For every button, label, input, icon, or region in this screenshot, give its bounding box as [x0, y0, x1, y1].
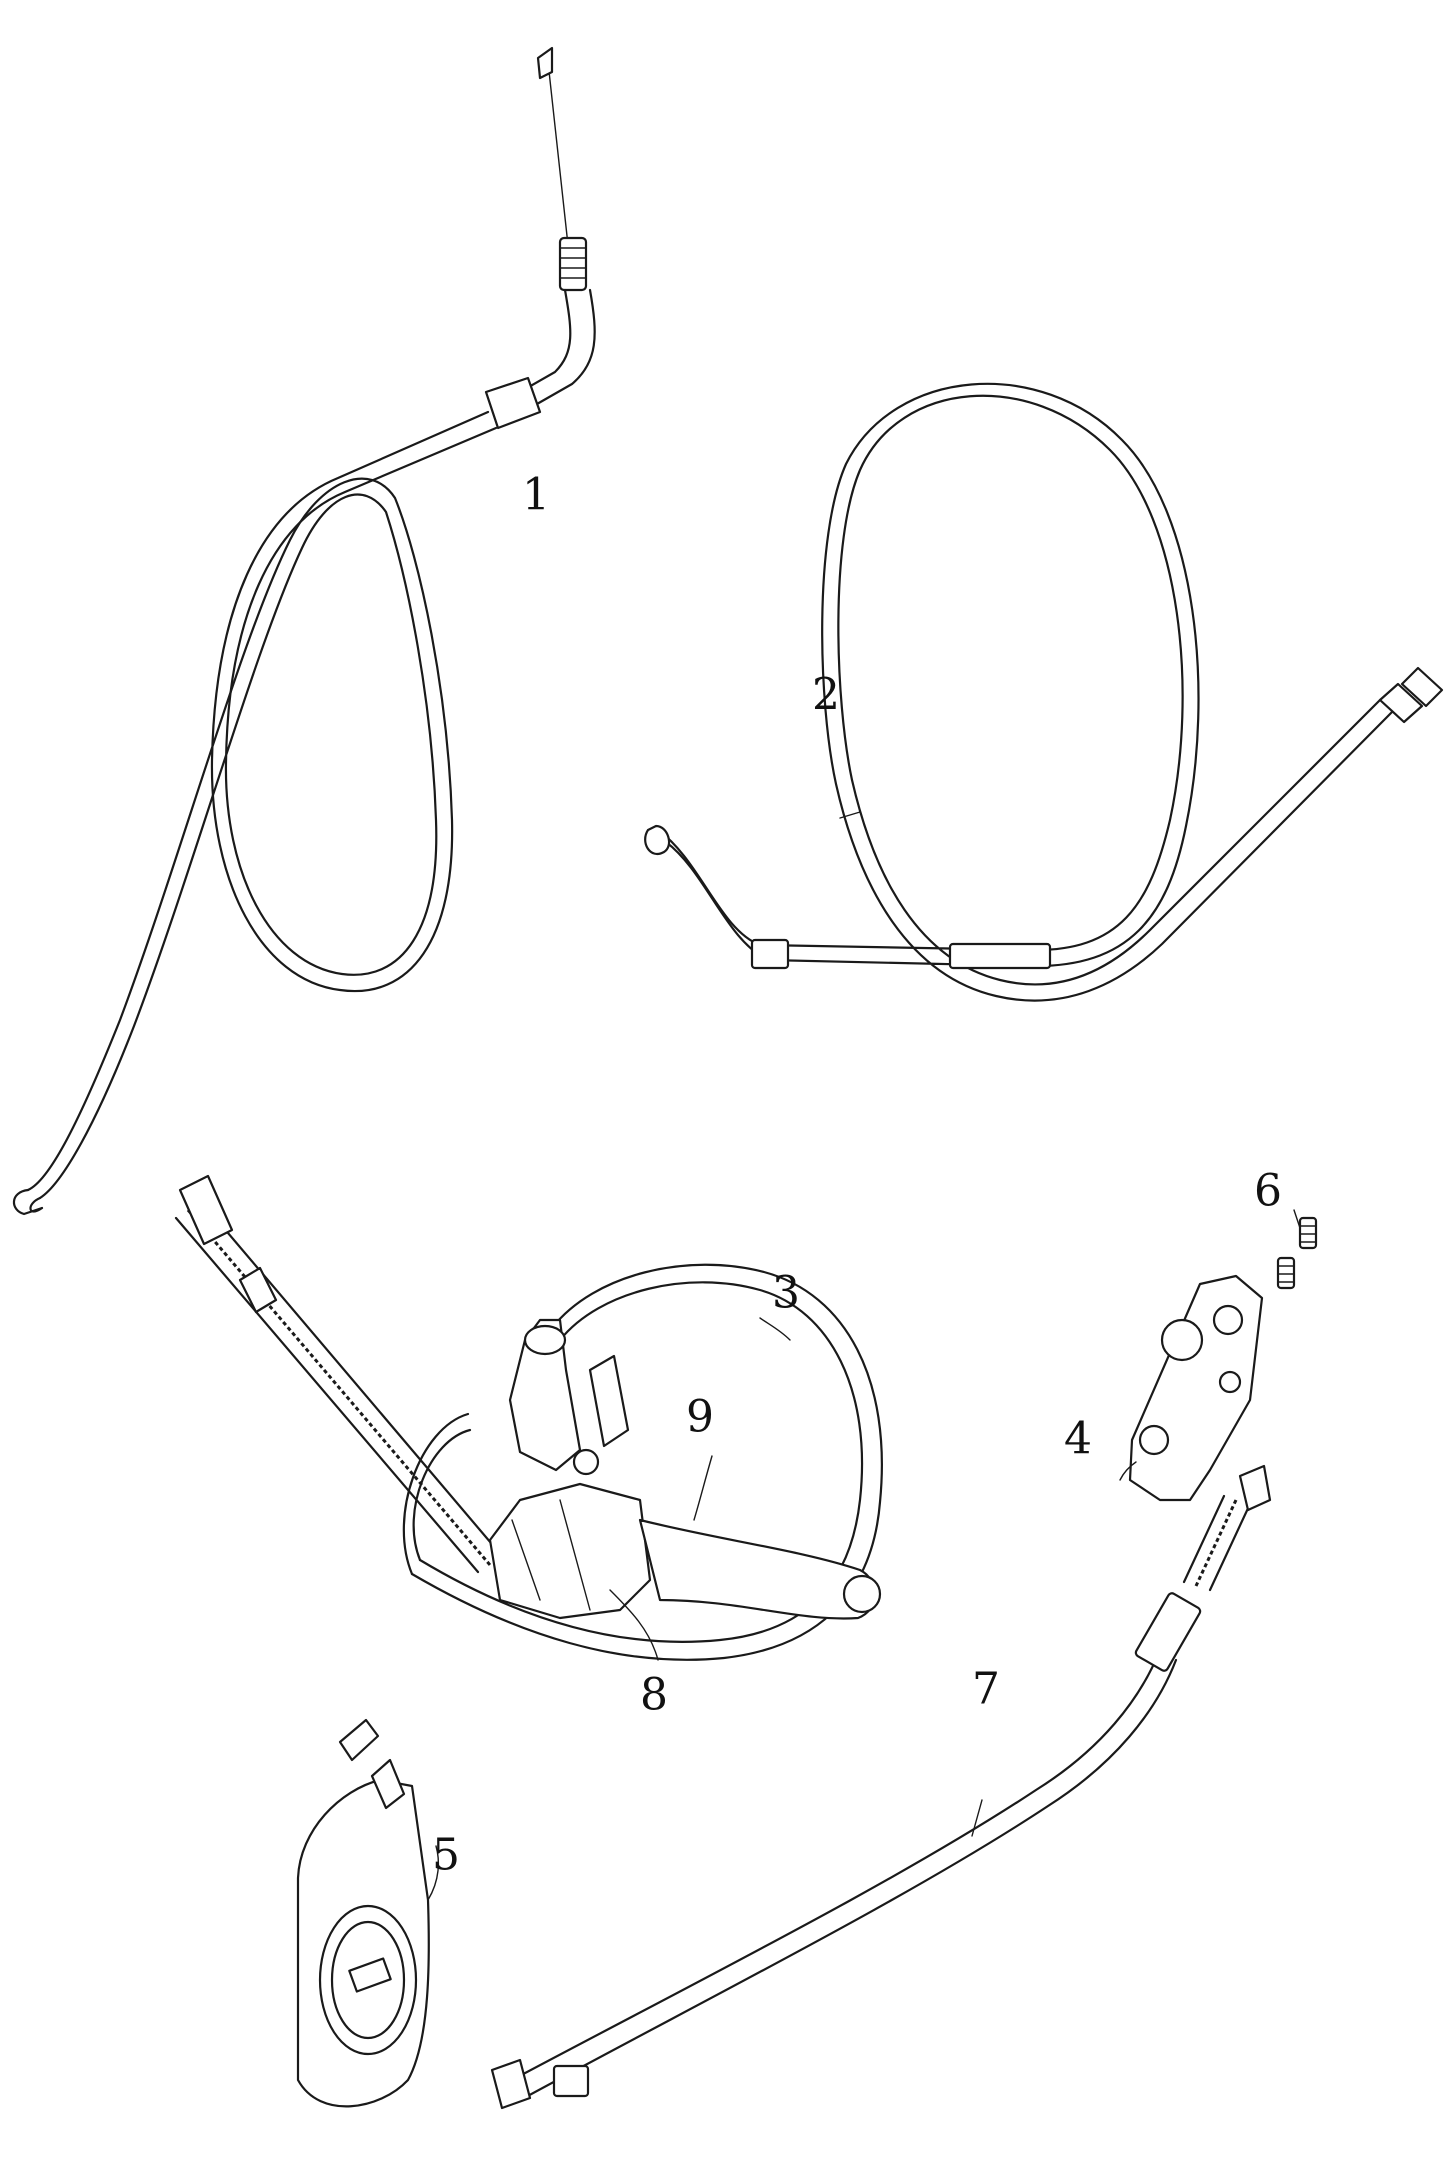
- callout-5: 5: [432, 1830, 460, 1881]
- part-6-screw: [1276, 1216, 1318, 1290]
- callout-2: 2: [812, 670, 840, 721]
- callout-3: 3: [772, 1268, 800, 1319]
- callout-7: 7: [972, 1664, 1000, 1715]
- part-1-throttle-cable: [12, 46, 596, 1216]
- callout-6: 6: [1254, 1166, 1282, 1217]
- callout-9: 9: [686, 1392, 714, 1443]
- callout-4: 4: [1064, 1414, 1092, 1465]
- part-5-switch-housing: [296, 1718, 440, 2108]
- part-7-long-cable: [490, 1592, 1202, 2110]
- part-3-brake-lever-assembly: [174, 1174, 883, 1661]
- callout-labels: 1 2 3 4 5 6 7 8 9: [432, 470, 1282, 1881]
- part-4-cable-bracket: [1119, 1209, 1318, 1592]
- callout-8: 8: [640, 1670, 668, 1721]
- part-2-clutch-cable: [644, 382, 1444, 1002]
- callout-1: 1: [522, 470, 550, 521]
